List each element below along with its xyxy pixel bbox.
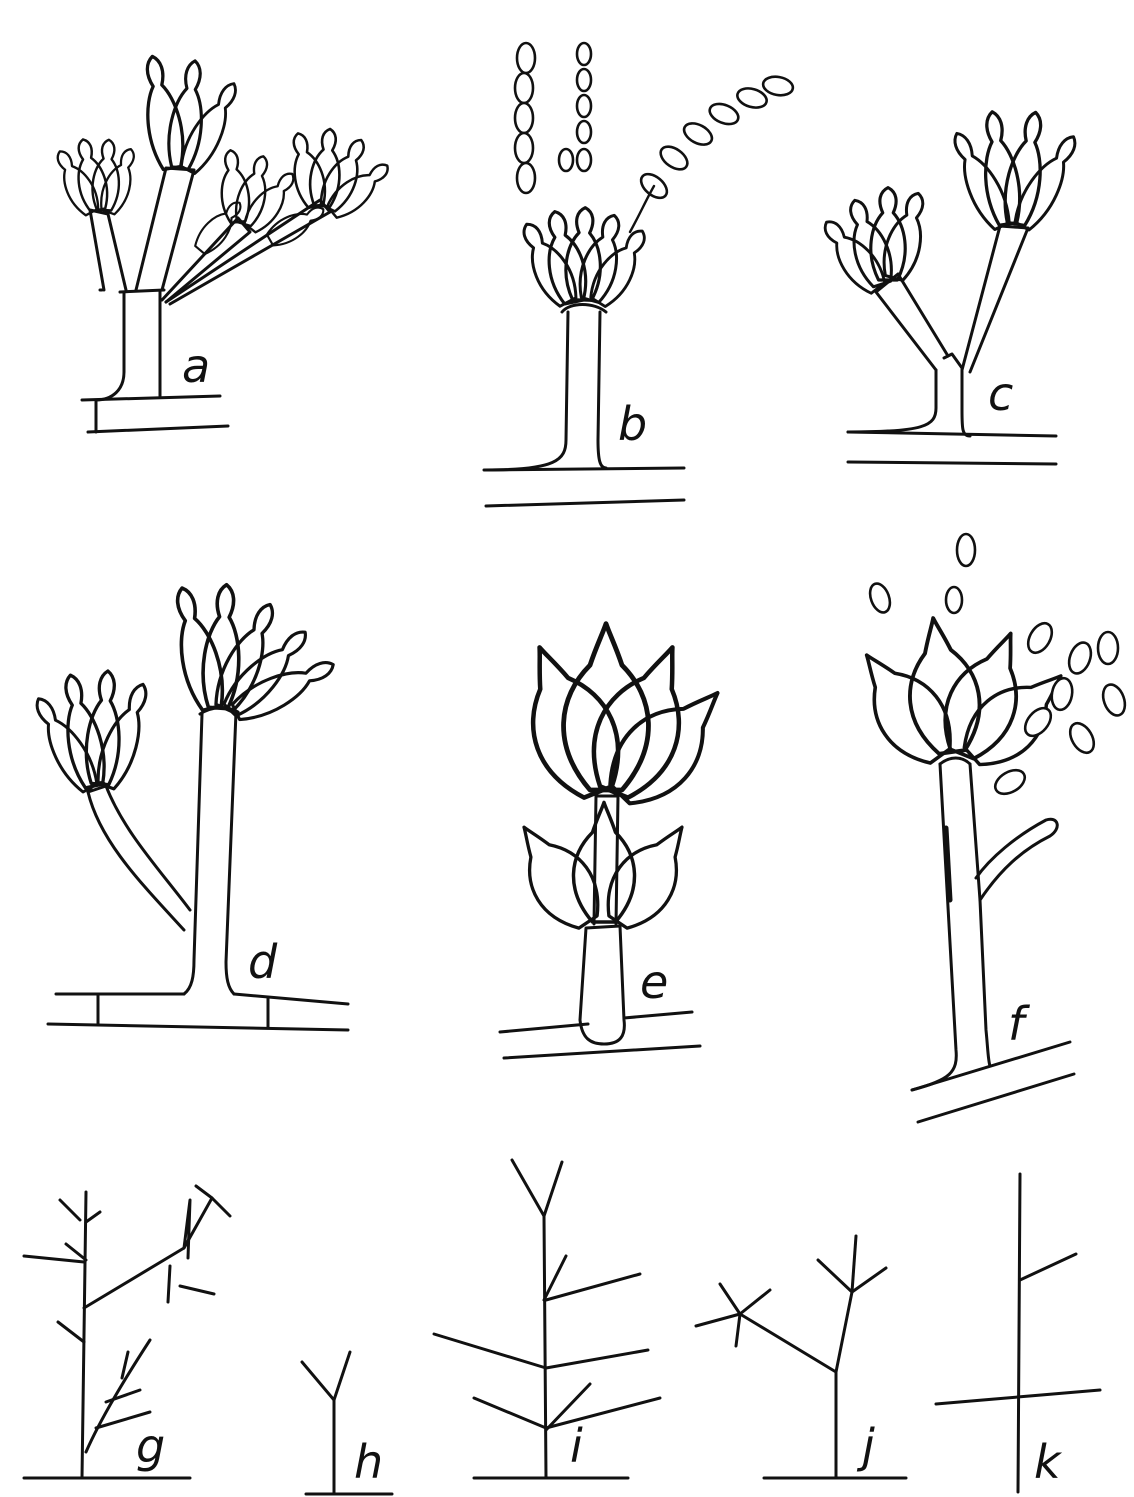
hypha-c	[848, 226, 1056, 464]
spore-chain-b1	[515, 43, 535, 193]
spore-chain-b3	[630, 75, 794, 232]
conidia-f	[866, 534, 1128, 799]
phialides-d	[26, 583, 340, 795]
panel-h-label: h	[354, 1435, 383, 1489]
panel-e: e	[500, 624, 743, 1058]
hypha-f	[912, 758, 1074, 1122]
phialides-e	[500, 624, 743, 939]
branching-k	[936, 1174, 1100, 1492]
panel-a-label: a	[182, 339, 210, 393]
panel-e-label: e	[640, 955, 668, 1009]
panel-g: g	[24, 1186, 230, 1478]
panel-g-label: g	[136, 1419, 165, 1473]
panel-j-label: j	[856, 1419, 875, 1473]
panel-d-label: d	[248, 935, 278, 989]
panel-k: k	[936, 1174, 1100, 1492]
panel-d: d	[26, 583, 348, 1030]
hypha-d	[48, 708, 348, 1030]
panel-f-label: f	[1008, 997, 1030, 1051]
panel-f: f	[841, 534, 1129, 1122]
panel-a: a	[48, 54, 395, 432]
phialides-c	[814, 110, 1086, 298]
hypha-b	[484, 305, 684, 507]
branching-i	[434, 1160, 660, 1478]
metulae-a	[90, 168, 330, 304]
spore-chain-b2	[559, 43, 591, 171]
phialides-a	[48, 54, 395, 258]
panel-i-label: i	[570, 1419, 583, 1473]
panel-h: h	[302, 1352, 392, 1494]
branching-g	[24, 1186, 230, 1478]
panel-k-label: k	[1034, 1435, 1063, 1489]
panel-c-label: c	[988, 367, 1013, 421]
panel-b-label: b	[618, 397, 647, 451]
panel-c: c	[814, 110, 1086, 464]
panel-j: j	[696, 1236, 906, 1478]
panel-b: b	[484, 43, 794, 506]
panel-i: i	[434, 1160, 660, 1478]
